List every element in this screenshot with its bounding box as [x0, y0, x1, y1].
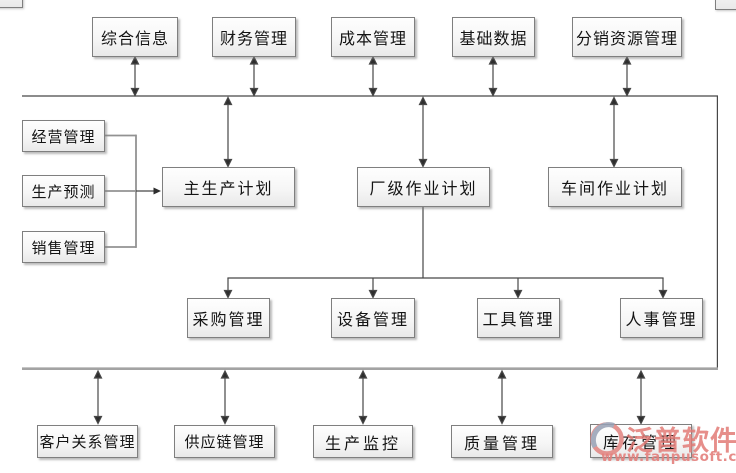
- top-row-double-arrows: [130, 55, 632, 97]
- node-tool-management: 工具管理: [477, 298, 560, 338]
- node-business-management: 经营管理: [22, 120, 105, 152]
- node-master-production-plan: 主生产计划: [162, 167, 295, 207]
- node-inventory-management: 库存管理: [590, 424, 692, 458]
- node-sales-management: 销售管理: [22, 231, 105, 263]
- node-workshop-operation-plan: 车间作业计划: [548, 167, 682, 207]
- node-crm: 客户关系管理: [37, 425, 138, 458]
- partial-box-top-left: [0, 0, 23, 8]
- node-quality-management: 质量管理: [451, 425, 553, 458]
- node-production-monitoring: 生产监控: [313, 425, 413, 458]
- node-comprehensive-info: 综合信息: [92, 17, 178, 57]
- partial-box-top-right: [715, 0, 736, 10]
- node-distribution-resource-management: 分销资源管理: [572, 17, 682, 57]
- node-equipment-management: 设备管理: [331, 298, 415, 338]
- bottom-row-double-arrows: [93, 369, 646, 425]
- node-hr-management: 人事管理: [620, 298, 703, 338]
- node-procurement-management: 采购管理: [187, 298, 270, 338]
- plan-row-double-arrows: [223, 96, 619, 168]
- node-plant-operation-plan: 厂级作业计划: [357, 167, 490, 207]
- node-finance-management: 财务管理: [212, 17, 296, 57]
- branch-connector: [223, 207, 668, 299]
- node-cost-management: 成本管理: [331, 17, 415, 57]
- node-supply-chain-management: 供应链管理: [174, 425, 275, 458]
- node-basic-data: 基础数据: [452, 17, 535, 57]
- backbone-lines: [22, 95, 719, 371]
- left-bus-connector: [105, 134, 161, 248]
- node-production-forecast: 生产预测: [22, 175, 105, 207]
